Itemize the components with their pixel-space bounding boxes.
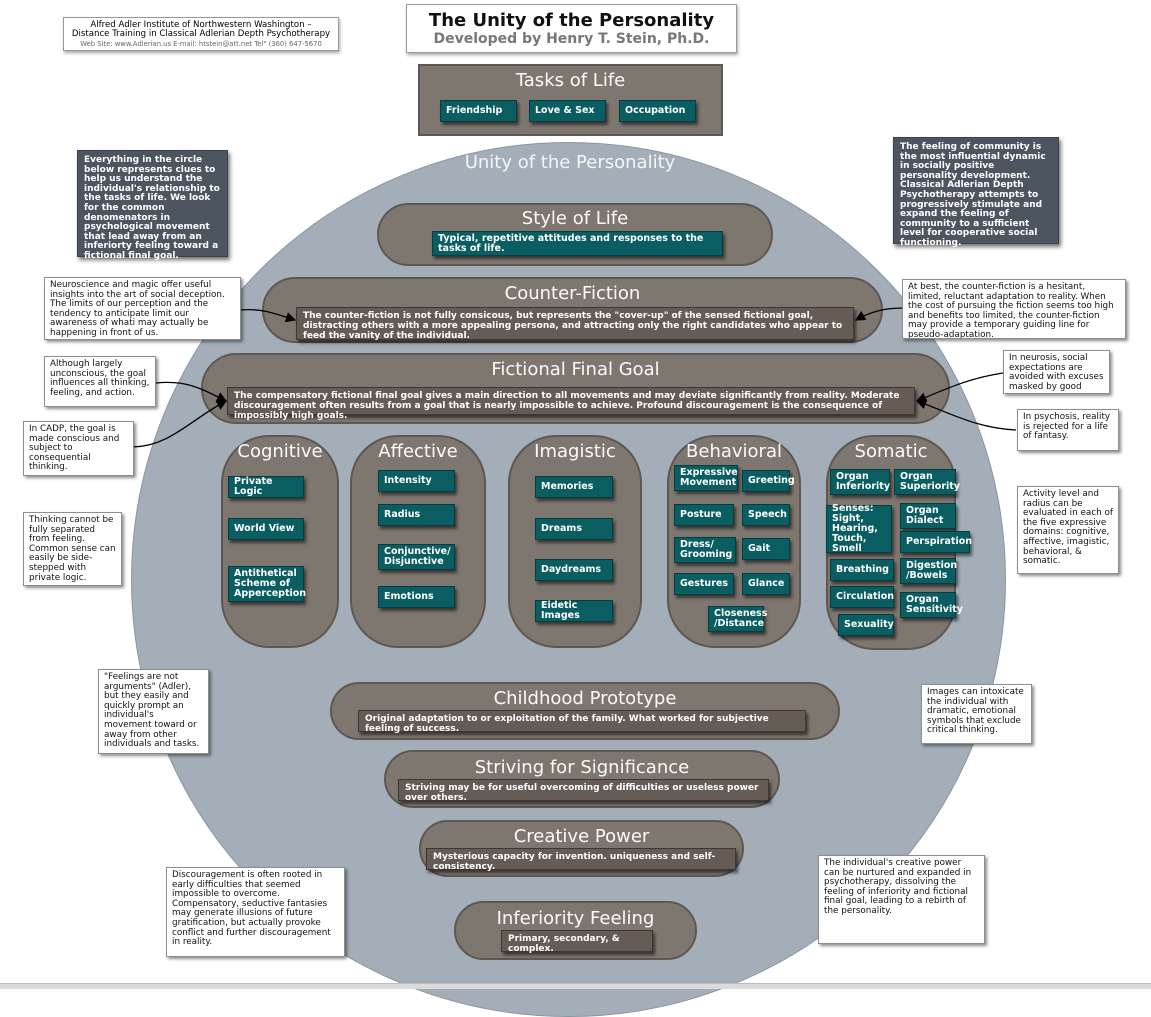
behavioral-closeness-distance[interactable]: Closeness /Distance [708,606,767,632]
tasks-title: Tasks of Life [515,70,626,91]
behavioral-speech[interactable]: Speech [742,504,790,526]
inferiority-desc: Primary, secondary, & complex. [501,930,653,954]
affective-intensity[interactable]: Intensity [378,470,455,492]
note-feeling-of-community: The feeling of community is the most inf… [893,137,1059,248]
imagistic-title: Imagistic [534,441,616,462]
behavioral-dress-grooming[interactable]: Dress/ Grooming [674,537,736,563]
institute-box: Alfred Adler Institute of Northwestern W… [63,17,339,51]
childhood-title: Childhood Prototype [493,688,677,709]
fictional-goal-title: Fictional Final Goal [491,359,660,380]
striving-desc: Striving may be for useful overcoming of… [398,779,769,803]
imagistic-dreams[interactable]: Dreams [535,518,613,540]
behavioral-gait[interactable]: Gait [742,538,790,560]
behavioral-expressive-movement[interactable]: Expressive Movement [674,465,738,491]
somatic-title: Somatic [854,441,928,462]
somatic-breathing[interactable]: Breathing [830,559,894,581]
affective-emotions[interactable]: Emotions [378,586,455,608]
task-love-sex[interactable]: Love & Sex [529,100,606,122]
institute-line2: Distance Training in Classical Adlerian … [71,29,331,40]
affective-conjunctive[interactable]: Conjunctive/ Disjunctive [378,544,455,570]
somatic-circulation[interactable]: Circulation [830,586,894,608]
task-friendship[interactable]: Friendship [440,100,517,122]
note-activity-level: Activity level and radius can be evaluat… [1017,486,1119,574]
childhood-desc: Original adaptation to or exploitation o… [358,710,806,734]
page-title: The Unity of the Personality [428,10,715,31]
imagistic-daydreams[interactable]: Daydreams [535,559,613,581]
institute-line1: Alfred Adler Institute of Northwestern W… [90,20,312,30]
title-box: The Unity of the Personality Developed b… [406,4,737,53]
affective-column [350,435,486,648]
behavioral-greeting[interactable]: Greeting [742,470,795,492]
task-occupation[interactable]: Occupation [619,100,696,122]
note-images: Images can intoxicate the individual wit… [921,684,1032,744]
striving-title: Striving for Significance [474,757,690,778]
note-thinking: Thinking cannot be fully separated from … [23,512,122,586]
note-everything-in-circle: Everything in the circle below represent… [77,150,228,261]
behavioral-glance[interactable]: Glance [742,573,790,595]
window-bottom-scrollbar[interactable] [0,983,1151,989]
affective-title: Affective [378,441,458,462]
note-at-best: At best, the counter-fiction is a hesita… [902,279,1126,339]
inferiority-title: Inferiority Feeling [496,908,655,929]
note-creative-power: The individual's creative power can be n… [818,855,985,944]
note-psychosis: In psychosis, reality is rejected for a … [1017,409,1119,451]
somatic-perspiration[interactable]: Perspiration [900,531,972,553]
behavioral-gestures[interactable]: Gestures [674,573,734,595]
somatic-organ-sensitivity[interactable]: Organ Sensitivity [900,592,963,618]
imagistic-memories[interactable]: Memories [535,476,613,498]
note-discouragement: Discouragement is often rooted in early … [166,867,345,957]
note-neurosis: In neurosis, social expectations are avo… [1003,350,1110,394]
counter-fiction-title: Counter-Fiction [504,283,641,304]
behavioral-title: Behavioral [686,441,782,462]
affective-radius[interactable]: Radius [378,504,455,526]
cognitive-title: Cognitive [237,441,323,462]
imagistic-eidetic-images[interactable]: Eidetic Images [535,600,613,622]
counter-fiction-desc: The counter-fiction is not fully consico… [296,307,854,341]
somatic-sexuality[interactable]: Sexuality [838,614,894,636]
page-subtitle: Developed by Henry T. Stein, Ph.D. [433,31,710,47]
cognitive-antithetical-scheme[interactable]: Antithetical Scheme of Apperception [228,566,306,602]
style-of-life-desc: Typical, repetitive attitudes and respon… [432,231,723,256]
somatic-organ-superiority[interactable]: Organ Superiority [894,469,960,495]
note-feelings: "Feelings are not arguments" (Adler), bu… [98,669,209,754]
circle-title: Unity of the Personality [464,152,676,173]
fictional-goal-desc: The compensatory fictional final goal gi… [227,387,915,421]
somatic-senses[interactable]: Senses: Sight, Hearing, Touch, Smell [826,504,892,554]
note-neuroscience: Neuroscience and magic offer useful insi… [44,277,241,340]
behavioral-posture[interactable]: Posture [674,504,734,526]
institute-contact: Web Site: www.Adlerian.us E-mail: htstei… [80,39,322,48]
creative-title: Creative Power [513,826,650,847]
somatic-organ-inferiority[interactable]: Organ Inferiority [830,469,890,495]
cognitive-column [221,435,339,648]
cognitive-world-view[interactable]: World View [228,518,304,540]
somatic-digestion-bowels[interactable]: Digestion /Bowels [900,558,957,584]
creative-desc: Mysterious capacity for invention. uniqu… [426,848,736,872]
note-although: Although largely unconscious, the goal i… [44,356,156,407]
somatic-organ-dialect[interactable]: Organ Dialect [900,503,956,529]
style-of-life-title: Style of Life [521,208,629,229]
cognitive-private-logic[interactable]: Private Logic [228,476,304,498]
note-cadp: In CADP, the goal is made conscious and … [23,421,134,476]
